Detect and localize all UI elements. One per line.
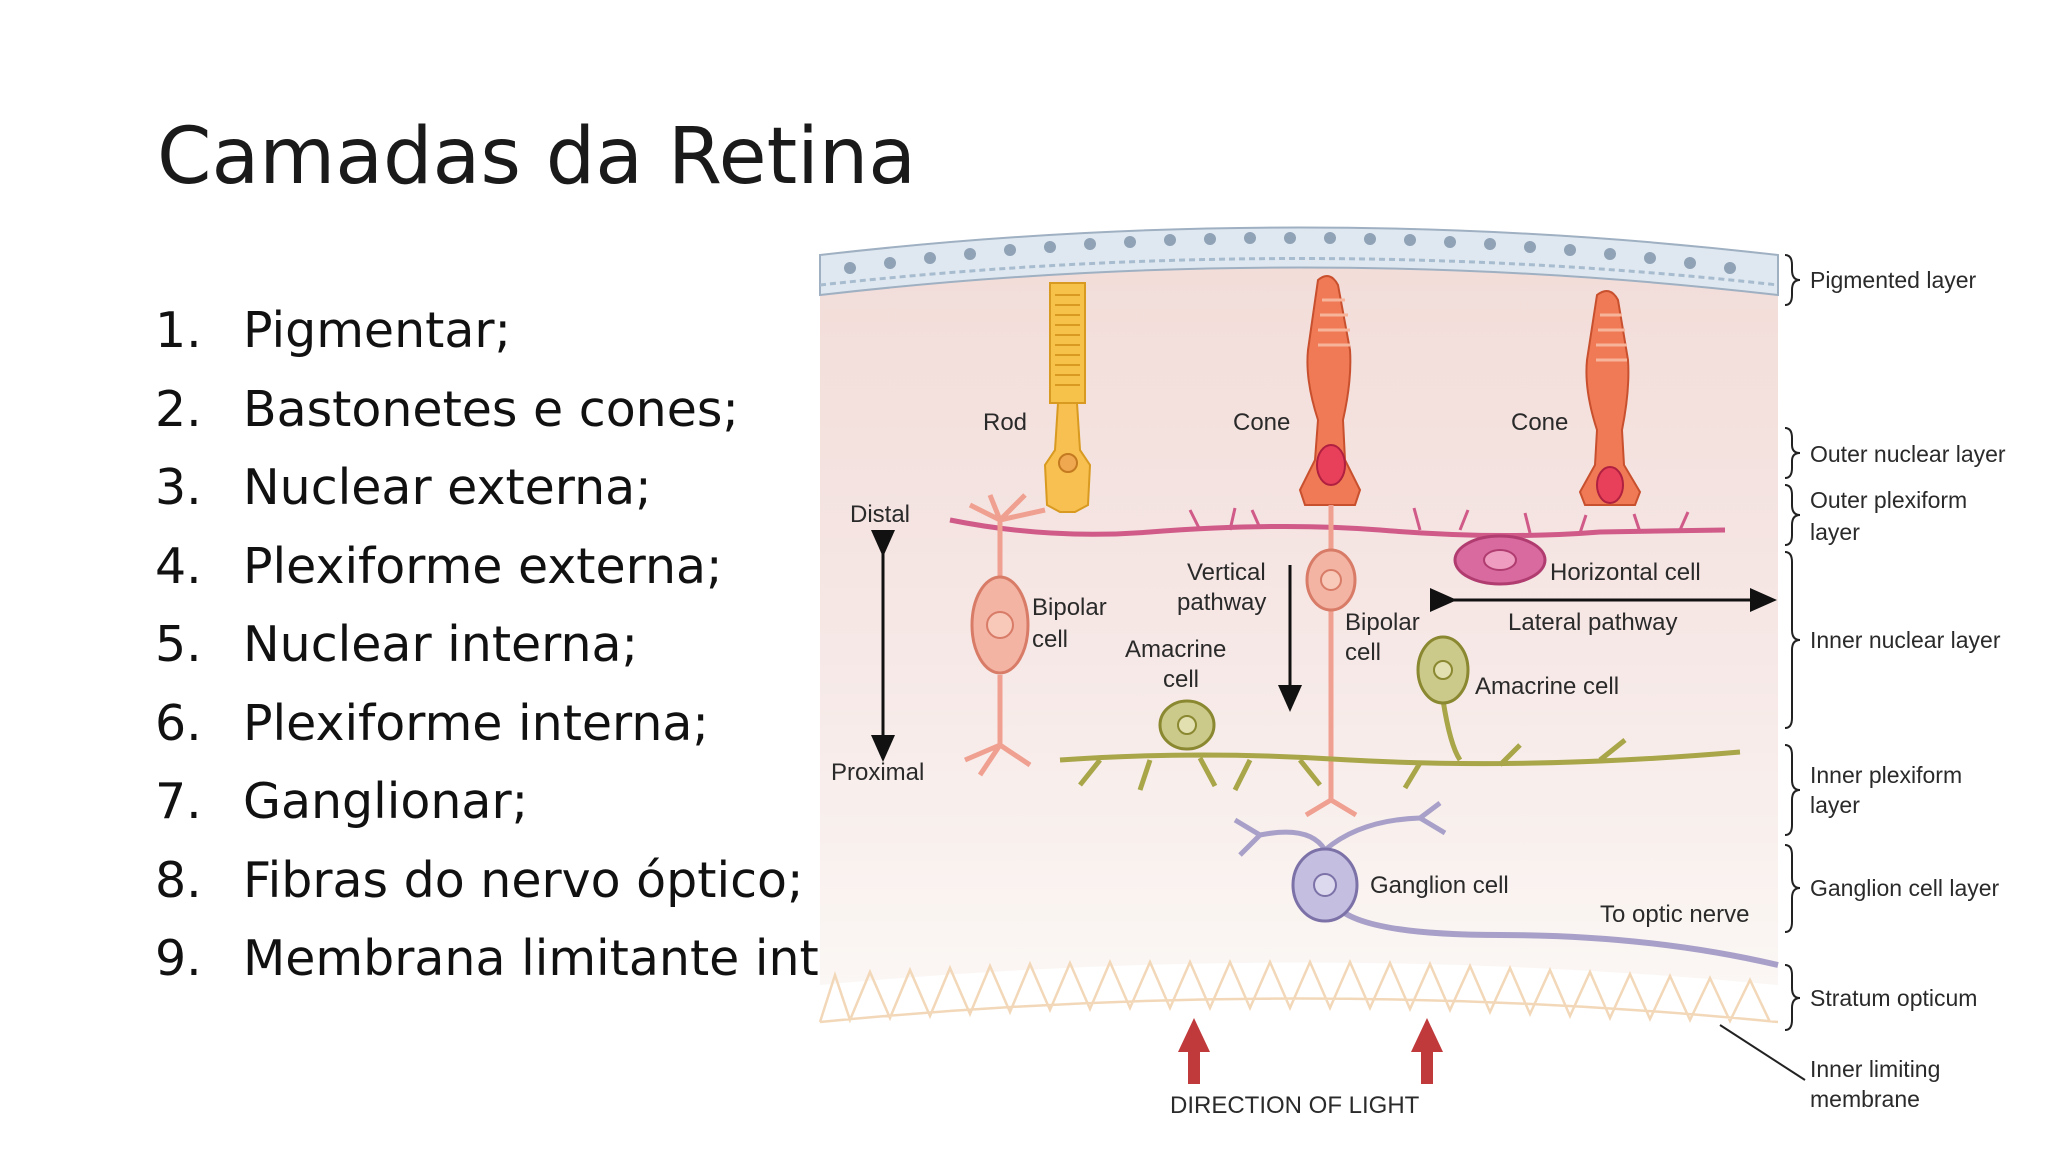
cone-cell: [1298, 275, 1362, 506]
direction-of-light-label: DIRECTION OF LIGHT: [1170, 1092, 1420, 1119]
brace-outer-plexiform: [1784, 484, 1801, 546]
brace-ganglion: [1784, 844, 1801, 933]
distal-label: Distal: [850, 501, 910, 528]
list-item: 7. Ganglionar;: [155, 773, 945, 852]
bipolar-cell: [964, 493, 1046, 777]
list-item: 2. Bastonetes e cones;: [155, 381, 945, 460]
list-text: Bastonetes e cones;: [243, 380, 739, 438]
list-number: 8.: [155, 851, 202, 909]
amacrine-cell: [1059, 699, 1741, 792]
vertical-pathway-label: pathway: [1177, 589, 1266, 616]
light-arrow: [1411, 1018, 1443, 1084]
stratum-opticum-label: Stratum opticum: [1810, 985, 1977, 1011]
amacrine-cell-label: cell: [1163, 666, 1199, 693]
optic-nerve-label: To optic nerve: [1600, 901, 1749, 928]
brace-outer-nuclear: [1784, 427, 1801, 479]
list-item: 5. Nuclear interna;: [155, 616, 945, 695]
bipolar-cell-label: Bipolar: [1032, 594, 1107, 621]
list-number: 3.: [155, 459, 202, 516]
horizontal-cell-label: Horizontal cell: [1550, 559, 1701, 586]
pigmented-layer-label: Pigmented layer: [1810, 267, 1977, 293]
list-text: Nuclear externa;: [243, 459, 652, 516]
cone-label: Cone: [1233, 409, 1290, 436]
inner-limiting-membrane: [818, 958, 1779, 1024]
list-item: 1. Pigmentar;: [155, 302, 945, 381]
horizontal-cell: [949, 507, 1726, 586]
list-number: 6.: [155, 694, 202, 752]
lateral-pathway-label: Lateral pathway: [1508, 609, 1677, 636]
slide-title: Camadas da Retina: [157, 112, 917, 202]
proximal-label: Proximal: [831, 759, 924, 786]
brace-inner-nuclear: [1784, 551, 1801, 729]
list-item: 3. Nuclear externa;: [155, 459, 945, 538]
outer-nuclear-layer-label: Outer nuclear layer: [1810, 441, 2006, 467]
cone-cell: [1578, 290, 1642, 506]
rod-label: Rod: [983, 409, 1027, 436]
outer-plexiform-layer-label: Outer plexiform: [1810, 487, 1967, 513]
rod-cell: [1043, 282, 1092, 513]
ilm-pointer-line: [1719, 1024, 1806, 1081]
outer-plexiform-layer-label: layer: [1810, 519, 1860, 545]
ganglion-cell: [1233, 801, 1779, 968]
list-text: Fibras do nervo óptico;: [243, 851, 804, 909]
vertical-pathway-label: Vertical: [1187, 559, 1266, 586]
ganglion-cell-label: Ganglion cell: [1370, 872, 1509, 899]
list-number: 9.: [155, 930, 202, 987]
layer-braces: [1719, 254, 1806, 1081]
list-number: 1.: [155, 302, 202, 359]
bipolar-cell-label: cell: [1032, 626, 1068, 653]
light-arrow: [1178, 1018, 1210, 1084]
inner-nuclear-layer-label: Inner nuclear layer: [1810, 627, 2001, 653]
bipolar-cell-label: cell: [1345, 639, 1381, 666]
amacrine-cell-label: Amacrine: [1125, 636, 1226, 663]
list-item: 6. Plexiforme interna;: [155, 695, 945, 774]
retina-layer-list: 1. Pigmentar; 2. Bastonetes e cones; 3. Nuc…: [155, 302, 945, 1009]
list-text: Plexiforme externa;: [243, 537, 723, 595]
list-item: 4. Plexiforme externa;: [155, 538, 945, 617]
list-text: Nuclear interna;: [243, 616, 639, 673]
brace-inner-plexiform: [1784, 744, 1801, 836]
list-number: 7.: [155, 773, 202, 830]
bipolar-cell-label: Bipolar: [1345, 609, 1420, 636]
inner-limiting-membrane-label: Inner limiting: [1810, 1056, 1940, 1082]
list-number: 5.: [155, 616, 202, 673]
cone-label: Cone: [1511, 409, 1568, 436]
list-number: 4.: [155, 537, 202, 595]
list-number: 2.: [155, 380, 202, 438]
brace-stratum: [1784, 964, 1801, 1031]
list-item: 8. Fibras do nervo óptico;: [155, 852, 945, 931]
list-text: Ganglionar;: [243, 773, 529, 830]
brace-pigmented: [1784, 254, 1801, 306]
pigmented-epithelium: [819, 226, 1779, 297]
inner-plexiform-layer-label: Inner plexiform: [1810, 762, 1962, 788]
ganglion-cell-layer-label: Ganglion cell layer: [1810, 875, 2000, 901]
bipolar-cell: [1304, 505, 1358, 818]
inner-limiting-membrane-label: membrane: [1810, 1086, 1920, 1112]
list-text: Plexiforme interna;: [243, 694, 709, 752]
list-text: Pigmentar;: [243, 302, 512, 359]
inner-plexiform-layer-label: layer: [1810, 792, 1860, 818]
amacrine-cell-label: Amacrine cell: [1475, 673, 1619, 700]
amacrine-cell: [1416, 635, 1470, 762]
